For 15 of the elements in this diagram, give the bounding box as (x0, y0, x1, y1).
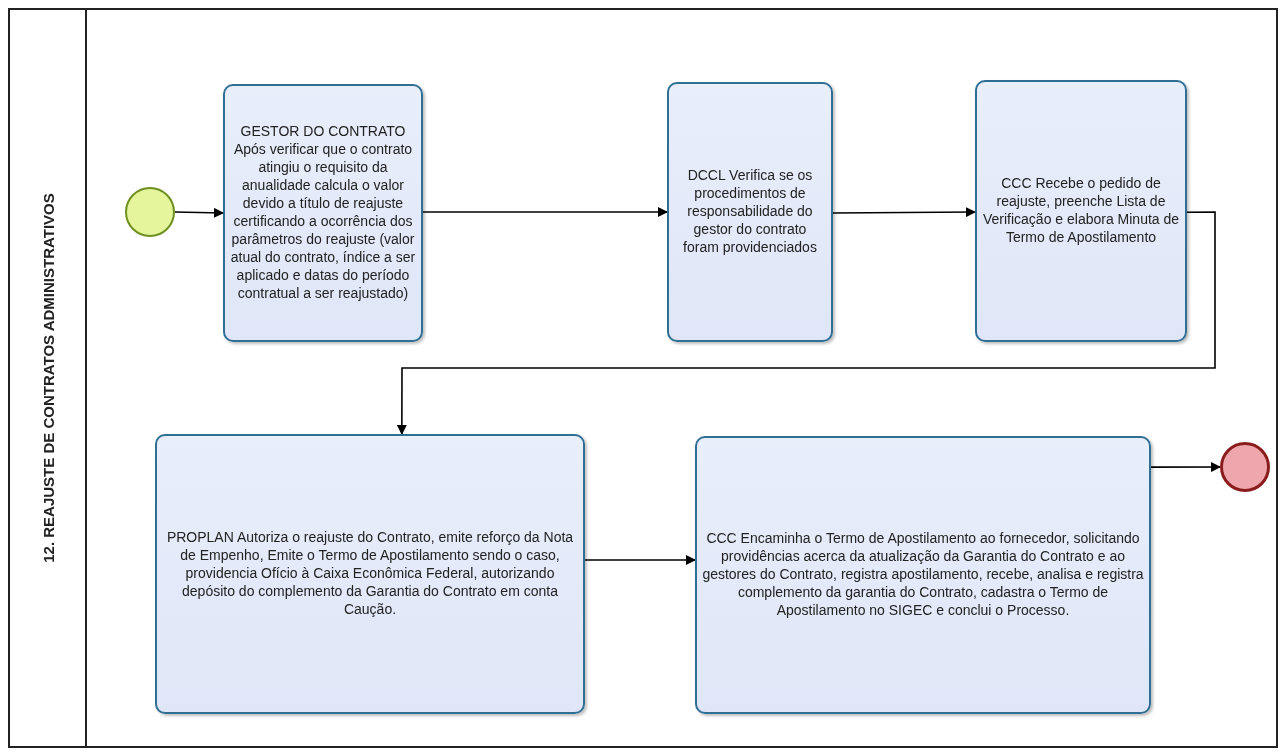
arrow (174, 207, 224, 218)
task-box: CCC Encaminha o Termo de Apostilamento ao fornecedor, solicitando providências acerca da atualização da Garantia do Contrato e ao gestores do Contrato, registra apostilamento, recebe, analisa e registra complemento da garantia do Contrato, cadastra o Termo de Apostilamento no SIGEC e conclui o Processo. (695, 436, 1151, 714)
arrow (584, 555, 696, 565)
task-box: CCC Recebe o pedido de reajuste, preenche Lista de Verificação e elabora Minuta de Termo de Apostilamento (975, 80, 1187, 342)
swimlane-pool (8, 8, 1278, 748)
lane-label: 12. REAJUSTE DE CONTRATOS ADMINISTRATIVOS (39, 193, 56, 563)
task-box: DCCL Verifica se os procedimentos de responsabilidade do gestor do contrato foram providenciados (667, 82, 833, 342)
start-event-circle (125, 187, 175, 237)
arrow (1150, 462, 1221, 472)
arrow (422, 207, 668, 217)
task-box: GESTOR DO CONTRATO Após verificar que o contrato atingiu o requisito da anualidade calcula o valor devido a título de reajuste certificando a ocorrência dos parâmetros do reajuste (valor atual do contrato, índice a ser aplicado e datas do período contratual a ser reajustado) (223, 84, 423, 342)
arrow (832, 207, 976, 218)
end-event-circle (1220, 442, 1270, 492)
arrow (396, 211, 1216, 435)
task-box: PROPLAN Autoriza o reajuste do Contrato, emite reforço da Nota de Empenho, Emite o Termo de Apostilamento sendo o caso, providencia Ofício à Caixa Econômica Federal, autorizando depósito do complemento da Garantia do Contrato em conta Caução. (155, 434, 585, 714)
